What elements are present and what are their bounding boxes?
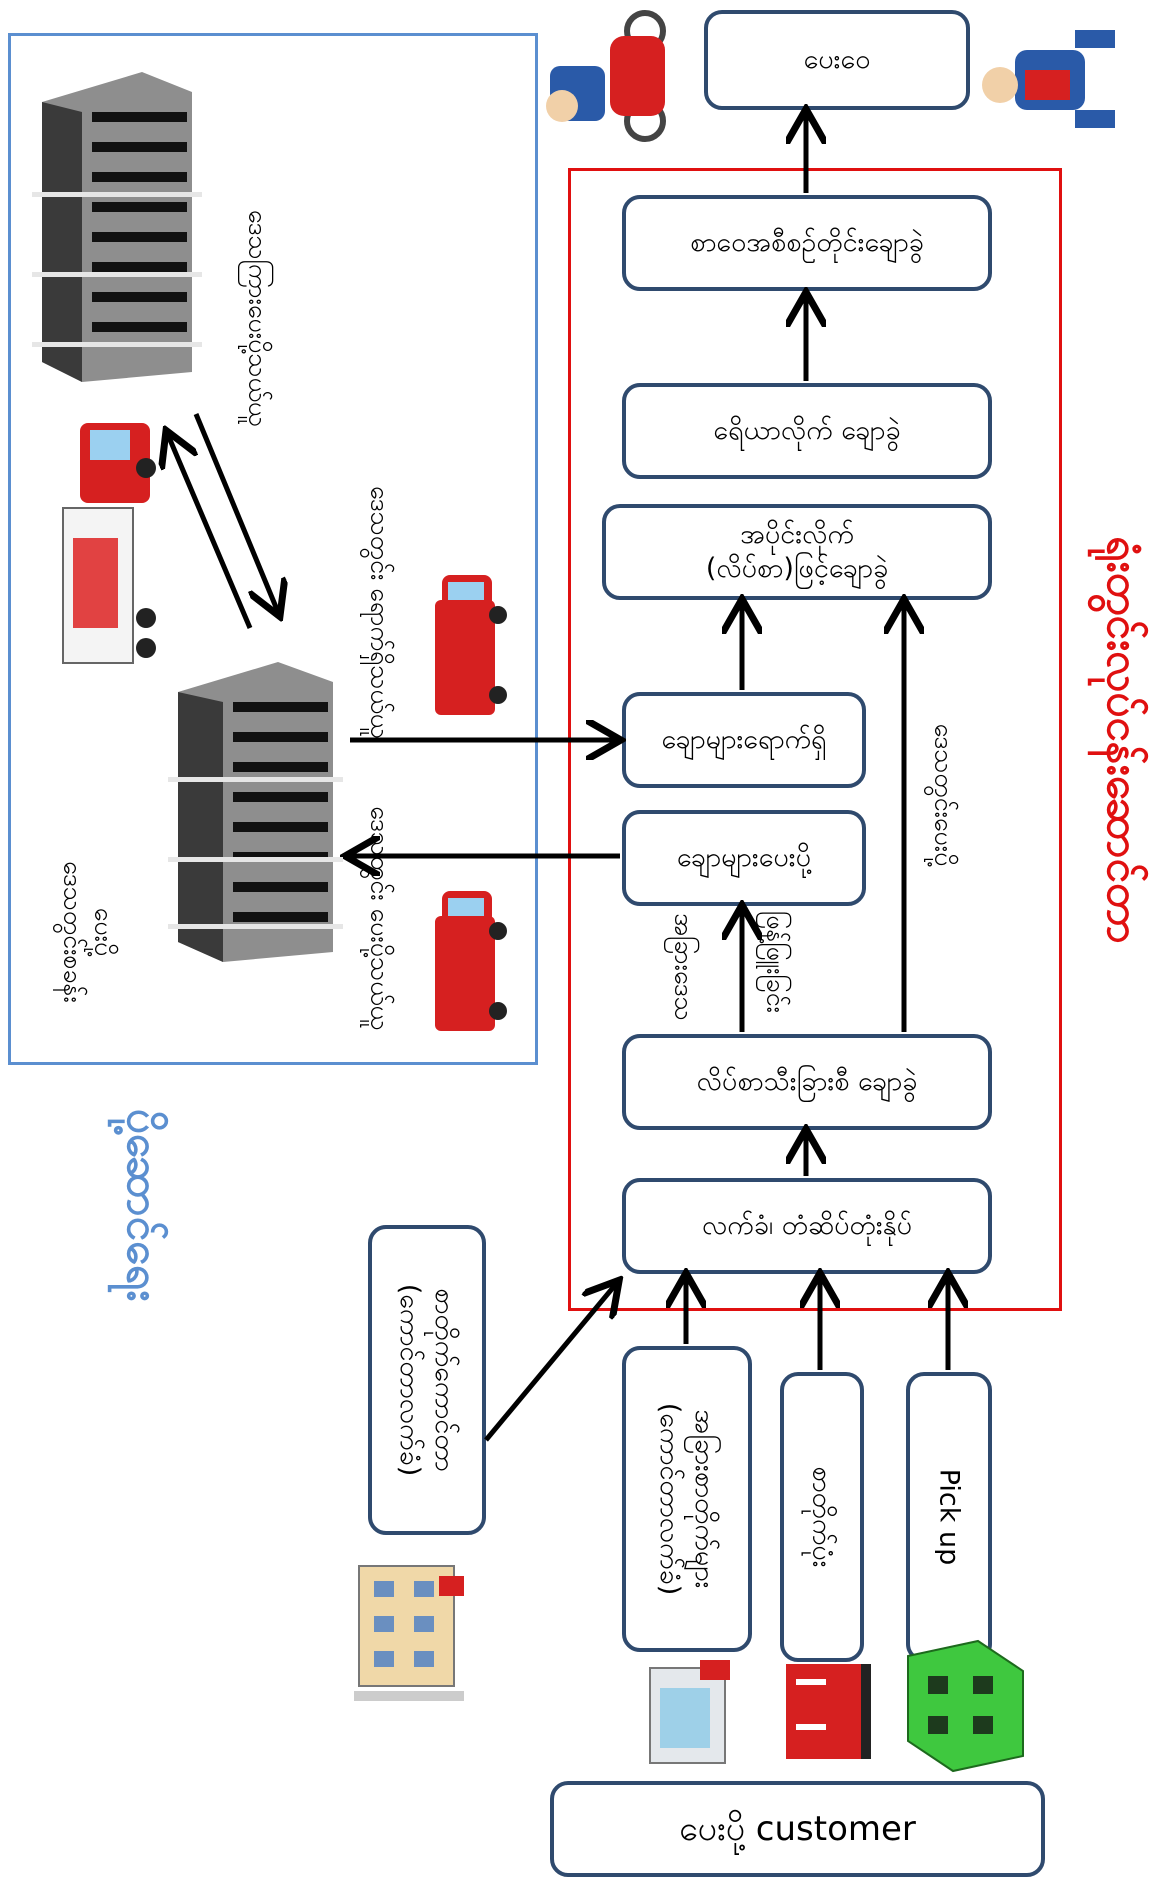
- mailbox-box: စာတိုက်ပုံး: [780, 1372, 864, 1662]
- sort-by-section-line1: အပိုင်းလိုက်: [740, 519, 854, 551]
- post-office-counter-box: စာတိုက်ကောင်တာ (ကောင်တာလက်ခံ): [368, 1225, 486, 1535]
- sort-by-section-box: အပိုင်းလိုက် (လိပ်စာ)ဖြင့်ချောခွဲ: [602, 504, 992, 600]
- branch-office-box: အခြားစာတိုက်များ (ကောင်တာလက်ခံ): [622, 1346, 752, 1652]
- sort-by-quarter-box: ရေိယာလိုက် ချောခွဲ: [622, 383, 992, 479]
- local-hub-building-icon: [168, 662, 343, 962]
- pickup-house-icon: [907, 1639, 1024, 1773]
- scooter-courier-icon: [546, 10, 666, 142]
- van-outbound-icon: [435, 891, 507, 1031]
- mail-sent-box: ချောများပေးပို့: [622, 810, 866, 906]
- mail-received-box: ချောများရောက်ရှိ: [622, 692, 866, 788]
- post-office-icon: [354, 1565, 464, 1701]
- delivery-box: ပေးဝေ: [704, 10, 970, 110]
- arrow-far-hub-to-hub: [193, 413, 278, 612]
- truck-icon: [62, 423, 156, 664]
- transport-region-frame: [8, 33, 538, 1065]
- far-hub-building-icon: [32, 72, 202, 382]
- arrow-hub-to-far-hub: [168, 435, 253, 629]
- branch-office-icon: [649, 1660, 730, 1764]
- van-inbound-icon: [435, 575, 507, 715]
- pickup-box: Pick up: [906, 1372, 992, 1662]
- red-mailbox-icon: [786, 1664, 871, 1759]
- arrow-counter-to-postmark: [484, 1284, 616, 1442]
- postmark-box: လက်ခံ၊ တံဆိပ်တုံးနိုပ်: [622, 1178, 992, 1274]
- mail-carrier-icon: [982, 30, 1115, 128]
- sort-by-section-line2: (လိပ်စာ)ဖြင့်ချောခွဲ: [705, 553, 889, 584]
- sender-customer-box: ပေးပို့ customer: [550, 1781, 1045, 1877]
